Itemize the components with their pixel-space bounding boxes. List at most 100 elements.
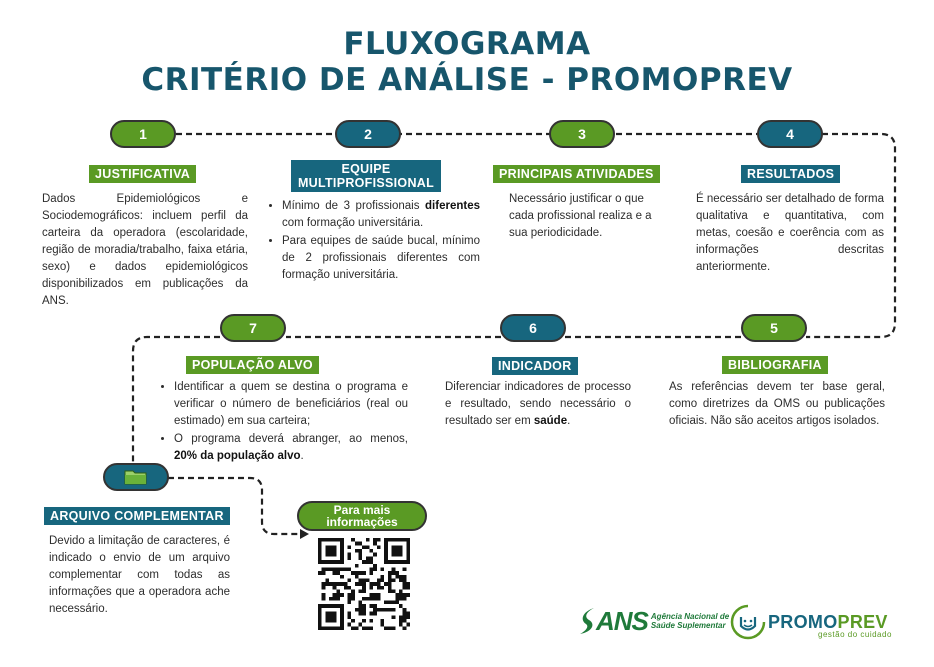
qr-module bbox=[318, 538, 322, 542]
qr-module bbox=[325, 615, 330, 619]
qr-module bbox=[347, 545, 352, 550]
qr-module bbox=[318, 618, 322, 623]
qr-module bbox=[332, 538, 337, 542]
qr-module bbox=[340, 538, 344, 542]
qr-module bbox=[362, 626, 366, 630]
more-info-pill: Para mais informações bbox=[297, 501, 427, 531]
qr-module bbox=[391, 571, 396, 575]
qr-module bbox=[340, 549, 344, 553]
qr-code-icon[interactable] bbox=[318, 538, 410, 630]
step-7-title: POPULAÇÃO ALVO bbox=[186, 356, 319, 374]
qr-module bbox=[369, 596, 374, 601]
qr-module bbox=[329, 611, 333, 616]
qr-module bbox=[391, 538, 396, 542]
step-4-title: RESULTADOS bbox=[741, 165, 841, 183]
qr-module bbox=[318, 626, 322, 630]
qr-module bbox=[329, 567, 333, 572]
qr-module bbox=[318, 604, 322, 608]
qr-module bbox=[373, 563, 377, 568]
qr-module bbox=[340, 615, 344, 619]
qr-module bbox=[406, 552, 410, 557]
qr-module bbox=[351, 589, 355, 594]
qr-module bbox=[332, 626, 337, 630]
qr-module bbox=[347, 556, 352, 561]
qr-module bbox=[373, 596, 377, 601]
qr-module bbox=[347, 615, 352, 619]
qr-module bbox=[376, 607, 381, 612]
ans-logo-mark: ANS bbox=[596, 605, 649, 636]
qr-module bbox=[406, 560, 410, 564]
qr-module bbox=[387, 571, 392, 575]
qr-module bbox=[391, 549, 396, 553]
qr-module bbox=[362, 585, 366, 590]
qr-module bbox=[340, 574, 344, 579]
qr-module bbox=[406, 622, 410, 627]
qr-module bbox=[351, 593, 355, 597]
qr-module bbox=[347, 611, 352, 616]
qr-module bbox=[380, 607, 385, 612]
qr-module bbox=[332, 611, 337, 616]
qr-module bbox=[354, 541, 359, 546]
step-5-title: BIBLIOGRAFIA bbox=[722, 356, 828, 374]
qr-module bbox=[373, 538, 377, 542]
qr-module bbox=[402, 578, 407, 583]
qr-module bbox=[325, 626, 330, 630]
qr-module bbox=[347, 552, 352, 557]
qr-module bbox=[380, 578, 385, 583]
qr-module bbox=[318, 622, 322, 627]
qr-module bbox=[380, 622, 385, 627]
qr-module bbox=[332, 571, 337, 575]
qr-module bbox=[332, 618, 337, 623]
promoprev-logo-tagline: gestão do cuidado bbox=[818, 630, 892, 639]
qr-module bbox=[402, 560, 407, 564]
qr-module bbox=[318, 552, 322, 557]
step-2-title-line1: EQUIPE bbox=[341, 162, 391, 176]
qr-module bbox=[373, 567, 377, 572]
qr-module bbox=[406, 556, 410, 561]
qr-module bbox=[365, 545, 370, 550]
qr-module bbox=[391, 567, 396, 572]
qr-module bbox=[395, 593, 399, 597]
qr-module bbox=[398, 615, 403, 619]
step-4-text: É necessário ser detalhado de forma qual… bbox=[696, 193, 884, 273]
qr-module bbox=[343, 585, 348, 590]
qr-module bbox=[362, 589, 366, 594]
qr-module bbox=[365, 556, 370, 561]
qr-module bbox=[395, 549, 399, 553]
qr-module bbox=[358, 582, 363, 586]
qr-module bbox=[351, 618, 355, 623]
qr-module bbox=[358, 600, 363, 605]
qr-module bbox=[406, 585, 410, 590]
qr-module bbox=[325, 578, 330, 583]
qr-module bbox=[395, 560, 399, 564]
qr-module bbox=[362, 596, 366, 601]
qr-module bbox=[354, 574, 359, 579]
qr-module bbox=[376, 596, 381, 601]
qr-module bbox=[340, 556, 344, 561]
qr-module bbox=[365, 596, 370, 601]
qr-module bbox=[395, 574, 399, 579]
qr-module bbox=[343, 567, 348, 572]
step-5-text: As referências devem ter base geral, com… bbox=[669, 381, 885, 427]
qr-module bbox=[336, 567, 341, 572]
qr-module bbox=[373, 541, 377, 546]
qr-module bbox=[384, 556, 388, 561]
qr-module bbox=[329, 545, 333, 550]
step-2-bullet-2: Para equipes de saúde bucal, mínimo de 2… bbox=[282, 233, 480, 284]
qr-module bbox=[395, 545, 399, 550]
qr-module bbox=[384, 560, 388, 564]
qr-module bbox=[398, 549, 403, 553]
qr-module bbox=[358, 571, 363, 575]
qr-module bbox=[325, 611, 330, 616]
qr-module bbox=[402, 567, 407, 572]
qr-module bbox=[329, 538, 333, 542]
step-6-pill: 6 bbox=[500, 314, 566, 342]
qr-module bbox=[347, 600, 352, 605]
qr-module bbox=[384, 552, 388, 557]
qr-module bbox=[369, 585, 374, 590]
qr-module bbox=[387, 560, 392, 564]
qr-module bbox=[354, 571, 359, 575]
qr-module bbox=[325, 545, 330, 550]
step-7-pill: 7 bbox=[220, 314, 286, 342]
qr-module bbox=[398, 593, 403, 597]
